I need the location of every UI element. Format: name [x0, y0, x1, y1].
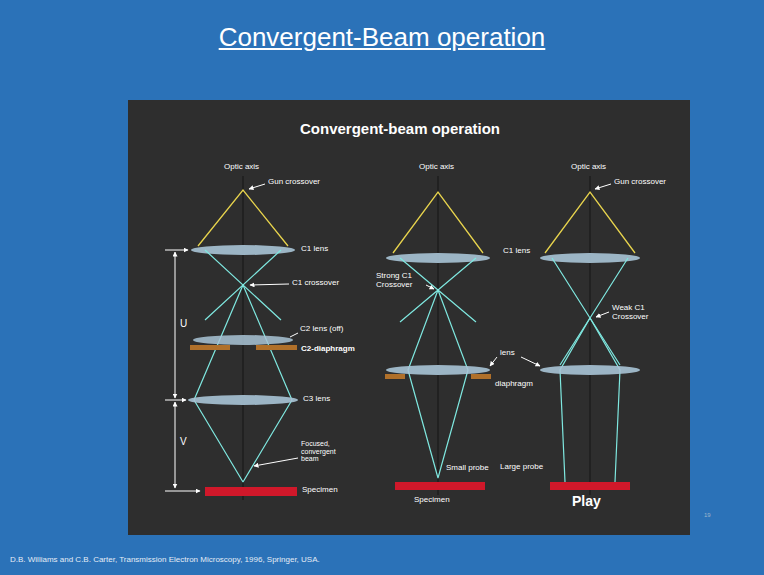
part-label: Small probe	[446, 464, 489, 473]
c2-diaphragm	[190, 345, 230, 350]
dark-panel	[128, 100, 690, 535]
leader-line	[595, 184, 611, 189]
lens	[540, 365, 640, 375]
leader-line	[249, 184, 265, 189]
leader-line	[521, 357, 540, 366]
middle-column	[385, 176, 540, 495]
c1-lens	[191, 245, 295, 255]
tick	[165, 491, 200, 492]
diaphragm	[385, 374, 405, 379]
dimension-label: U	[180, 318, 187, 329]
beam-rays	[194, 285, 292, 482]
specimen	[550, 482, 630, 490]
c2-lens	[193, 335, 293, 345]
leader-line	[290, 333, 298, 337]
optic-axis	[438, 176, 439, 495]
part-label: Gun crossover	[614, 178, 666, 187]
gun-rays	[198, 190, 288, 246]
c1-lens	[540, 253, 640, 263]
part-label: lens	[500, 349, 515, 358]
citation: D.B. Williams and C.B. Carter, Transmiss…	[10, 556, 320, 565]
axis-label: Optic axis	[571, 163, 606, 172]
leader-line	[596, 312, 609, 317]
right-column	[540, 176, 640, 495]
gun-rays	[545, 192, 635, 253]
slide-title: Convergent-Beam operation	[0, 22, 764, 53]
panel-heading: Convergent-beam operation	[300, 121, 500, 138]
part-label: C3 lens	[303, 395, 330, 404]
part-label: Focused, convergent beam	[301, 440, 349, 463]
part-label: Strong C1 Crossover	[376, 272, 424, 290]
specimen	[205, 487, 297, 496]
part-label: Specimen	[414, 496, 450, 505]
part-label: Weak C1 Crossover	[612, 304, 668, 322]
part-label: diaphragm	[495, 380, 533, 389]
leader-line	[490, 357, 497, 366]
c1-lens	[386, 253, 490, 263]
c3-lens	[188, 395, 298, 405]
beam-rays	[408, 290, 468, 478]
play-label: Play	[572, 494, 601, 509]
c2-diaphragm	[256, 345, 297, 350]
beam-rays	[560, 318, 620, 482]
dimension-label: V	[180, 436, 187, 447]
part-label: C1 crossover	[292, 279, 339, 288]
axis-label: Optic axis	[224, 163, 259, 172]
leader-line	[250, 284, 289, 285]
left-column	[165, 176, 298, 500]
axis-label: Optic axis	[419, 163, 454, 172]
optic-axis	[590, 176, 591, 495]
part-label: C1 lens	[301, 245, 328, 254]
specimen	[395, 482, 485, 490]
part-label: Specimen	[302, 486, 338, 495]
tick	[165, 250, 188, 251]
u-dimension	[175, 252, 176, 398]
part-label: Gun crossover	[268, 178, 320, 187]
v-dimension	[175, 402, 176, 488]
leader-line	[426, 285, 434, 289]
part-label: C1 lens	[503, 247, 530, 256]
tick	[165, 400, 186, 401]
leader-line	[254, 458, 298, 466]
diaphragm	[471, 374, 491, 379]
page-number: 19	[704, 512, 711, 519]
gun-rays	[393, 192, 483, 253]
part-label: C2 lens (off)	[300, 325, 343, 334]
lens	[386, 365, 490, 375]
part-label: Large probe	[500, 463, 543, 472]
part-label: C2-diaphragm	[301, 345, 355, 354]
